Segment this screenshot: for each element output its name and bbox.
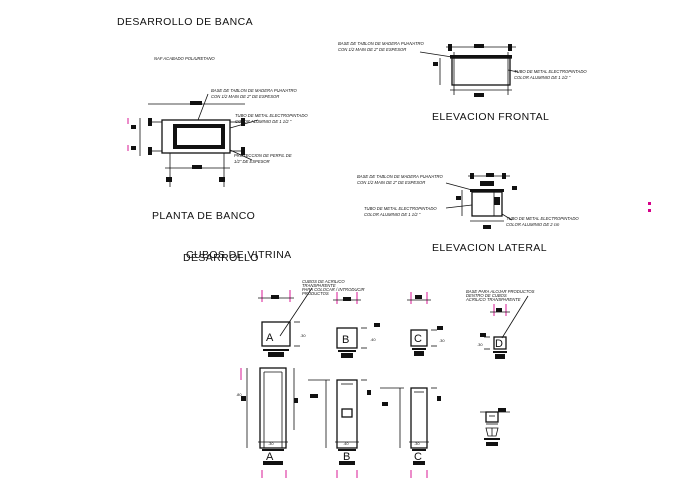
elevation-c: .30 C <box>380 387 441 478</box>
note-cubos-2: TRANSPARENTE <box>302 283 336 288</box>
cube-c-top: .30 C <box>407 292 445 356</box>
note-proteccion-1: PROTECCION DE PERFIL DE <box>234 153 292 158</box>
edge-marks <box>648 202 651 212</box>
dim-a-80: .80 <box>236 392 242 397</box>
cube-b-top: .40 B <box>333 292 380 358</box>
cube-label-b: B <box>342 334 349 346</box>
title-planta-de-banco: PLANTA DE BANCO <box>152 210 255 222</box>
note-tubo-frontal-2: COLOR ALUMINIO DE 1 1/2 " <box>514 75 571 80</box>
elev-label-a: A <box>266 451 274 463</box>
elevation-a: .80 .30 A <box>236 367 298 478</box>
elev-label-b: B <box>343 451 350 463</box>
note-cubos-1: CUBOS DE ACRILICO <box>302 279 345 284</box>
note-base-tablon-planta-2: CON 1/2 MAIN DE 2" DE ESPESOR <box>211 94 279 99</box>
note-base-d-3: ACRILICO TRANSPARENTE <box>465 297 521 302</box>
title-elevacion-lateral: ELEVACION LATERAL <box>432 242 547 254</box>
dim-c-30-b: .30 <box>414 441 420 446</box>
title-desarrollo-vitrina: DESARROLLO <box>183 252 259 264</box>
elev-label-c: C <box>414 451 422 463</box>
elevation-d <box>480 408 510 446</box>
title-cubos-de-vitrina: CUBOS DE VITRINA <box>186 249 292 261</box>
note-tubo-lateral-1: TUBO DE METAL ELECTROPINTADO <box>364 206 437 211</box>
note-base-tablon-lateral-2: CON 1/2 MAIN DE 2" DE ESPESOR <box>357 180 425 185</box>
dim-c-30: .30 <box>439 338 445 343</box>
note-base-tablon-frontal-2: CON 1/2 MAIN DE 2" DE ESPESOR <box>338 47 406 52</box>
note-proteccion-2: 1/2" DE ESPESOR <box>234 159 270 164</box>
note-tubo-planta-1: TUBO DE METAL ELECTROPINTADO <box>235 113 308 118</box>
note-base-tablon-planta-1: BASE DE TABLON DE MADERA PUANATRO <box>211 88 298 93</box>
title-desarrollo-de-banca: DESARROLLO DE BANCA <box>117 16 253 28</box>
note-tubo-lateral-4: COLOR ALUMINIO DE 2 cm <box>506 222 560 227</box>
cube-label-c: C <box>414 333 422 345</box>
dim-b-40-b: .40 <box>343 441 349 446</box>
planta-de-banco-drawing: NAF ACABADO POLIURETANO BASE DE <box>127 56 308 187</box>
note-cubos-3: PARA COLOCAR / INTRODUCIR <box>302 287 365 292</box>
elevacion-frontal-drawing: BASE DE TABLON DE MADERA PUANATRO CON 1/… <box>338 41 587 97</box>
cube-label-d: D <box>495 338 503 350</box>
dim-a-30: .30 <box>300 333 306 338</box>
note-base-d-2: DENTRO DE CUBOS <box>466 293 507 298</box>
note-base-tablon-lateral-1: BASE DE TABLON DE MADERA PUANATRO <box>357 174 444 179</box>
dim-b-40: .40 <box>370 337 376 342</box>
cube-d-top: .30 D BASE PARA ALOJAR PRODUCTOS DENTRO … <box>465 289 535 359</box>
note-base-d-1: BASE PARA ALOJAR PRODUCTOS <box>466 289 535 294</box>
note-cubos-4: PRODUCTOS <box>302 291 329 296</box>
note-base-tablon-frontal-1: BASE DE TABLON DE MADERA PUANATRO <box>338 41 425 46</box>
note-tubo-frontal-1: TUBO DE METAL ELECTROPINTADO <box>514 69 587 74</box>
note-tubo-lateral-3: TUBO DE METAL ELECTROPINTADO <box>506 216 579 221</box>
dim-a-30-b: .30 <box>268 441 274 446</box>
elevacion-lateral-drawing: BASE DE TABLON DE MADERA PUANATRO CON 1/… <box>357 173 579 229</box>
note-acabado: NAF ACABADO POLIURETANO <box>154 56 215 61</box>
cube-label-a: A <box>266 332 274 344</box>
elevation-b: .40 B <box>308 379 371 478</box>
dim-d-30: .30 <box>477 342 483 347</box>
note-tubo-planta-2: COLOR ALUMINIO DE 1 1/2 " <box>235 119 292 124</box>
note-tubo-lateral-2: COLOR ALUMINIO DE 1 1/2 " <box>364 212 421 217</box>
cube-a-top: .30 A CUBOS DE ACRILICO TRANSPARENTE PAR… <box>258 279 365 357</box>
title-elevacion-frontal: ELEVACION FRONTAL <box>432 111 549 123</box>
